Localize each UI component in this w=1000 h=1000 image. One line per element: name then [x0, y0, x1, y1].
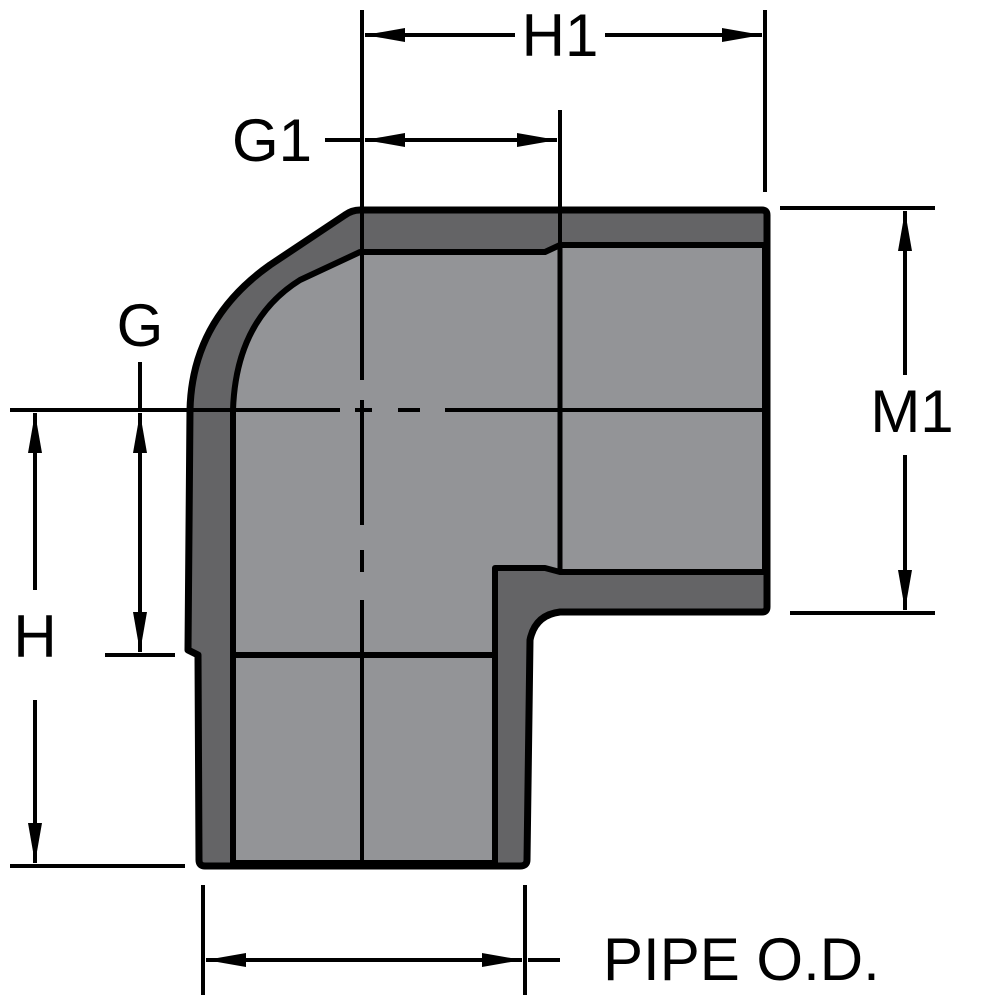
label-g1: G1	[232, 107, 312, 174]
dimension-h1	[365, 10, 767, 192]
dimension-pipe-od	[201, 885, 560, 995]
centerlines	[10, 10, 765, 866]
label-m1: M1	[870, 378, 953, 445]
label-h: H	[13, 603, 56, 670]
label-g: G	[117, 292, 164, 359]
label-pipe-od: PIPE O.D.	[603, 926, 880, 993]
dimension-g1	[325, 110, 562, 245]
label-h1: H1	[522, 2, 599, 69]
elbow-bore	[230, 242, 768, 658]
dimension-m1	[780, 206, 935, 615]
dimension-h	[10, 413, 185, 868]
dimension-g	[105, 362, 175, 657]
